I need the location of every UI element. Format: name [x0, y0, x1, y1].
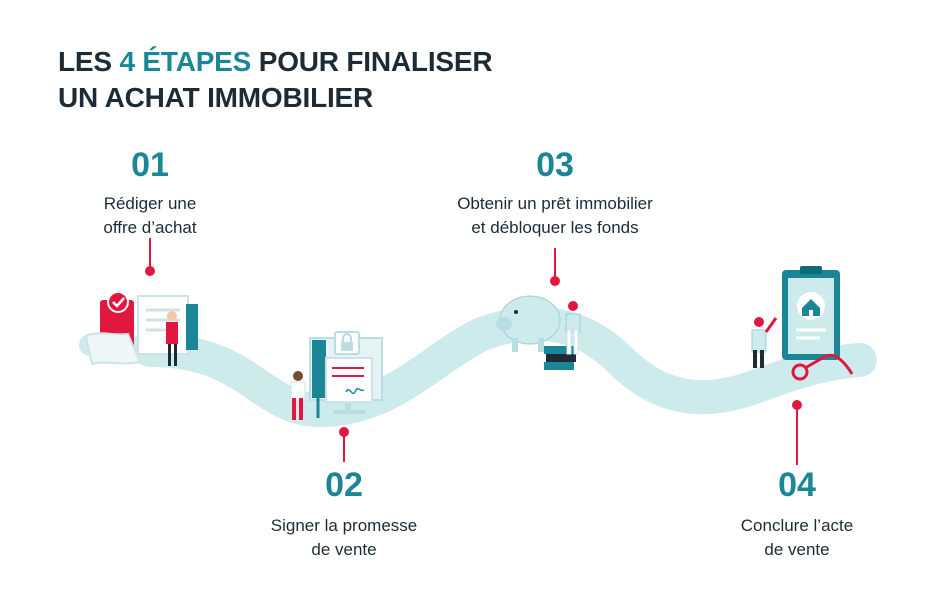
contract-screen-icon: [290, 331, 383, 420]
step-1-line1: Rédiger une: [103, 194, 197, 213]
step-2-line2: de vente: [311, 540, 377, 559]
connector-step-4: [792, 400, 802, 465]
step-3-line2: et débloquer les fonds: [471, 218, 639, 237]
offer-document-icon: [84, 291, 198, 366]
title-prefix: LES: [58, 46, 120, 77]
piggy-bank-icon: [496, 295, 581, 370]
step-3-number: 03: [536, 146, 574, 184]
step-3-line1: Obtenir un prêt immobilier: [457, 194, 653, 213]
step-4-label: Conclure l’acte de vente: [707, 514, 887, 562]
step-1-label: Rédiger une offre d’achat: [60, 192, 240, 240]
title-line2: UN ACHAT IMMOBILIER: [58, 82, 374, 113]
step-3-label: Obtenir un prêt immobilier et débloquer …: [420, 192, 690, 240]
step-2-label: Signer la promesse de vente: [244, 514, 444, 562]
title-highlight: 4 ÉTAPES: [119, 46, 252, 77]
step-4-line1: Conclure l’acte: [740, 516, 854, 535]
step-4-line2: de vente: [764, 540, 830, 559]
house-keys-icon: [751, 266, 854, 381]
step-1-line2: offre d’achat: [103, 218, 197, 237]
connector-step-2: [339, 427, 349, 462]
connector-step-3: [550, 248, 560, 286]
step-4-number: 04: [778, 466, 816, 504]
page-title: LES 4 ÉTAPES POUR FINALISER UN ACHAT IMM…: [58, 44, 493, 116]
step-2-number: 02: [325, 466, 363, 504]
step-1-number: 01: [131, 146, 169, 184]
connector-step-1: [145, 238, 155, 276]
step-2-line1: Signer la promesse: [270, 516, 418, 535]
title-line1-rest: POUR FINALISER: [251, 46, 493, 77]
